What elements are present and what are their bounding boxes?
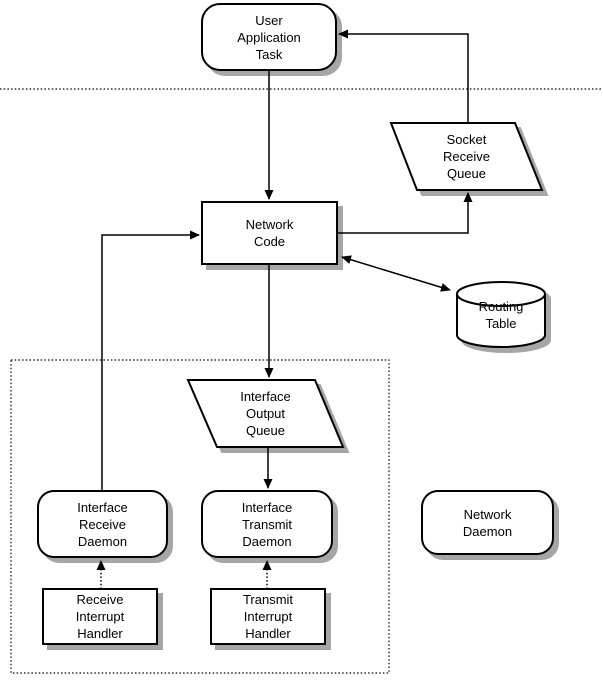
receive-interrupt-handler-shape	[42, 588, 163, 650]
edge-network-code-to-socket-queue	[337, 192, 473, 234]
edge-socket-queue-to-user-task	[338, 29, 469, 123]
transmit-interrupt-handler-shape	[210, 588, 331, 650]
interface-receive-daemon-shape	[37, 490, 173, 563]
network-code-shape	[201, 201, 343, 270]
socket-receive-queue-shape	[389, 122, 549, 196]
network-daemon-shape	[421, 490, 559, 560]
interface-output-queue-shape	[186, 379, 350, 453]
edge-receive-daemon-to-network-code	[101, 230, 200, 491]
interface-transmit-daemon-shape	[201, 490, 338, 563]
driver-region-dotted-box	[10, 359, 390, 674]
user-application-task-shape	[201, 3, 342, 76]
edge-network-code-routing-table-double-arrow	[341, 255, 451, 292]
routing-table-shape	[456, 281, 551, 353]
